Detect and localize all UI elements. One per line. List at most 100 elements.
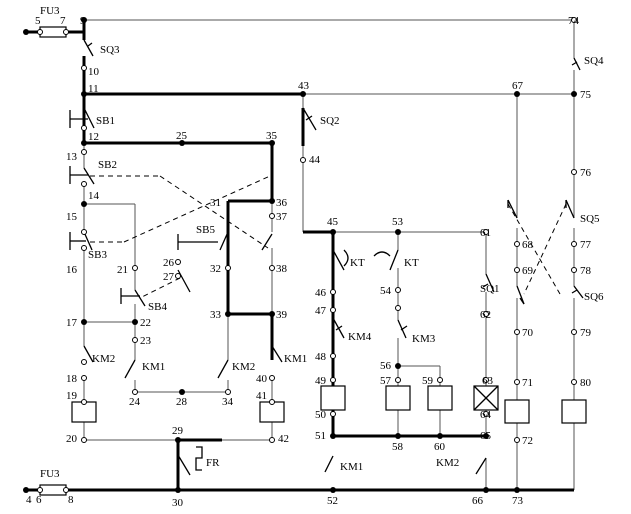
node-label: 57 [380,375,392,387]
node-label: 28 [176,396,188,408]
contact-label-km2-bottom: KM2 [436,457,459,469]
node-label: 45 [327,216,339,228]
contact-label-kt-right: KT [404,257,419,269]
node-label: 10 [88,66,100,78]
node-label: 30 [172,497,184,509]
node-label: 34 [222,396,234,408]
node-label: 8 [68,494,74,506]
switch-label-sq3: SQ3 [100,44,120,56]
node-label: 32 [210,263,221,275]
coil-49-50 [320,385,346,411]
node-label: 48 [315,351,327,363]
node-label: 47 [315,305,327,317]
node-label: 18 [66,373,78,385]
node-label: 5 [35,15,41,27]
fuse-bottom-label: FU3 [40,468,60,480]
switch-label-sb5: SB5 [196,224,215,236]
node-label: 56 [380,360,392,372]
node-label: 74 [568,15,580,27]
mechanical-linkages [90,175,567,299]
switch-label-sb1: SB1 [96,115,115,127]
node-label: 29 [172,425,184,437]
node-label: 64 [480,409,492,421]
node-label: 19 [66,390,78,402]
node-label: 53 [392,216,404,228]
node-label: 65 [480,430,492,442]
switch-label-sb4: SB4 [148,301,167,313]
contact-label-km2-middle: KM2 [232,361,255,373]
node-label: 68 [522,239,534,251]
node-label: 50 [315,409,327,421]
node-label: 79 [580,327,592,339]
switch-label-sq1: SQ1 [480,283,500,295]
node-label: 51 [315,430,326,442]
switch-label-sq6: SQ6 [584,291,604,303]
node-label: 71 [522,377,533,389]
switch-label-sb3: SB3 [88,249,107,261]
node-label: 11 [88,83,99,95]
node-label: 41 [256,390,267,402]
node-label: 69 [522,265,534,277]
node-label: 66 [472,495,484,507]
contact-label-fr: FR [206,457,220,469]
node-label: 60 [434,441,446,453]
node-label: 4 [26,494,32,506]
thin-wires [83,19,575,490]
node-labels: 5 7 9 74 10 11 43 67 75 12 25 35 13 44 7… [26,15,592,509]
node-label: 63 [482,375,494,387]
junction-dots [23,17,577,493]
contact-label-km1-left: KM1 [142,361,165,373]
node-label: 16 [66,264,78,276]
node-label: 21 [117,264,128,276]
node-label: 17 [66,317,78,329]
node-label: 33 [210,309,222,321]
coil-80 [561,399,587,424]
component-labels: SQ3 SQ4 SB1 SQ2 SB2 SQ5 SB3 SB5 KT KT SQ… [88,44,604,473]
fuses: FU3 FU3 [39,5,67,496]
fuse-top-label: FU3 [40,5,60,17]
node-label: 12 [88,131,99,143]
node-label: 80 [580,377,592,389]
node-label: 52 [327,495,338,507]
node-label: 78 [580,265,592,277]
node-label: 35 [266,130,278,142]
contact-label-km2-left: KM2 [92,353,115,365]
node-label: 7 [60,15,66,27]
contact-label-km3: KM3 [412,333,436,345]
node-label: 61 [480,227,491,239]
node-label: 70 [522,327,534,339]
node-label: 27 [163,271,175,283]
node-label: 25 [176,130,188,142]
node-label: 31 [210,197,221,209]
node-label: 23 [140,335,152,347]
node-label: 54 [380,285,392,297]
node-label: 42 [278,433,289,445]
node-label: 39 [276,309,288,321]
node-label: 20 [66,433,78,445]
node-label: 14 [88,190,100,202]
node-label: 13 [66,151,78,163]
node-label: 75 [580,89,592,101]
contact-label-km1-bottom: KM1 [340,461,363,473]
node-label: 24 [129,396,141,408]
node-label: 15 [66,211,78,223]
contact-label-km4: KM4 [348,331,372,343]
node-label: 44 [309,154,321,166]
coil-71-72 [504,399,530,424]
node-label: 22 [140,317,151,329]
switch-label-sq5: SQ5 [580,213,600,225]
terminal-circles [37,17,577,493]
switch-symbols [69,39,584,476]
contact-label-km1-right: KM1 [284,353,307,365]
coils [71,385,587,424]
node-label: 36 [276,197,288,209]
node-label: 46 [315,287,327,299]
node-label: 72 [522,435,533,447]
node-label: 67 [512,80,524,92]
node-label: 6 [36,494,42,506]
node-label: 40 [256,373,268,385]
node-label: 37 [276,211,288,223]
node-label: 58 [392,441,404,453]
